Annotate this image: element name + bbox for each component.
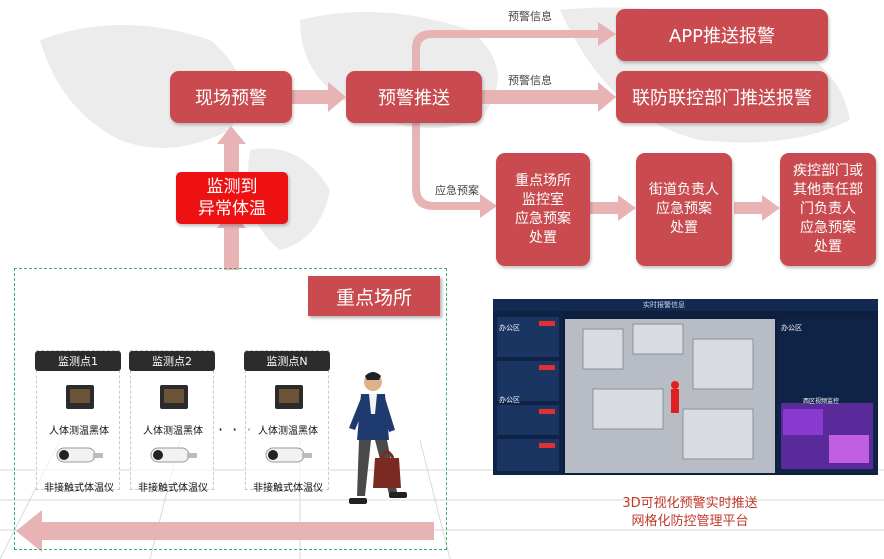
- cdc-response-label: 疾控部门或 其他责任部 门负责人 应急预案 处置: [793, 163, 863, 255]
- caption-line-1: 3D可视化预警实时推送: [622, 496, 758, 511]
- monitor-point-name: 监测点1: [35, 351, 121, 371]
- thermometer-camera-icon: [265, 447, 312, 463]
- thermometer-camera-icon: [150, 447, 197, 463]
- joint-defense-push-label: 联防联控部门推送报警: [632, 88, 812, 109]
- device-label-blackbody: 人体测温黑体: [258, 426, 318, 437]
- warning-push-box: 预警推送: [346, 71, 482, 123]
- warning-info-label-top: 预警信息: [508, 10, 552, 23]
- street-response-box: 街道负责人 应急预案 处置: [636, 153, 732, 266]
- emergency-plan-label: 应急预案: [435, 184, 479, 197]
- platform-screenshot-graphic: [493, 299, 878, 475]
- screenshot-card-title: 办公区: [499, 396, 520, 404]
- app-push-label: APP推送报警: [668, 26, 776, 47]
- screenshot-list-header: 办公区: [499, 324, 520, 332]
- blackbody-device-icon: [275, 385, 303, 409]
- blackbody-device-icon: [160, 385, 188, 409]
- onsite-warning-box: 现场预警: [170, 71, 292, 123]
- monitor-point-name: 监测点2: [129, 351, 215, 371]
- monitor-point-n: 监测点N 人体测温黑体 非接触式体温仪: [244, 350, 330, 494]
- abnormal-temperature-box: 监测到 异常体温: [176, 172, 288, 224]
- thermometer-camera-icon: [56, 447, 103, 463]
- site-response-label: 重点场所 监控室 应急预案 处置: [515, 172, 571, 246]
- ellipsis: · · ·: [218, 420, 254, 439]
- platform-screenshot: 实时报警信息 办公区 办公区 办公区 西区视频监控: [493, 299, 878, 475]
- flow-arrows: [16, 22, 780, 552]
- device-label-blackbody: 人体测温黑体: [143, 426, 203, 437]
- caption-line-2: 网格化防控管理平台: [631, 514, 749, 529]
- warning-info-label-mid: 预警信息: [508, 74, 552, 87]
- monitor-point-name: 监测点N: [244, 351, 330, 371]
- device-label-thermometer: 非接触式体温仪: [253, 483, 323, 494]
- device-label-thermometer: 非接触式体温仪: [138, 483, 208, 494]
- warning-push-label: 预警推送: [378, 88, 450, 109]
- device-label-blackbody: 人体测温黑体: [49, 426, 109, 437]
- platform-caption: 3D可视化预警实时推送 网格化防控管理平台: [560, 495, 820, 531]
- app-push-box: APP推送报警: [616, 9, 828, 61]
- monitor-point-2: 监测点2 人体测温黑体 非接触式体温仪: [129, 350, 215, 494]
- joint-defense-push-box: 联防联控部门推送报警: [616, 71, 828, 123]
- onsite-warning-label: 现场预警: [195, 88, 267, 109]
- street-response-label: 街道负责人 应急预案 处置: [649, 182, 719, 236]
- cdc-response-box: 疾控部门或 其他责任部 门负责人 应急预案 处置: [780, 153, 876, 266]
- monitor-point-1: 监测点1 人体测温黑体 非接触式体温仪: [35, 350, 121, 494]
- key-site-title: 重点场所: [308, 276, 440, 316]
- screenshot-video-label: 西区视频监控: [803, 398, 840, 405]
- site-response-box: 重点场所 监控室 应急预案 处置: [496, 153, 590, 266]
- walking-person-illustration: [349, 372, 407, 504]
- key-site-zone: [14, 268, 447, 550]
- screenshot-side-title: 办公区: [781, 324, 802, 332]
- blackbody-device-icon: [66, 385, 94, 409]
- abnormal-temperature-label: 监测到 异常体温: [198, 177, 266, 219]
- device-label-thermometer: 非接触式体温仪: [44, 483, 114, 494]
- screenshot-title: 实时报警信息: [643, 301, 685, 309]
